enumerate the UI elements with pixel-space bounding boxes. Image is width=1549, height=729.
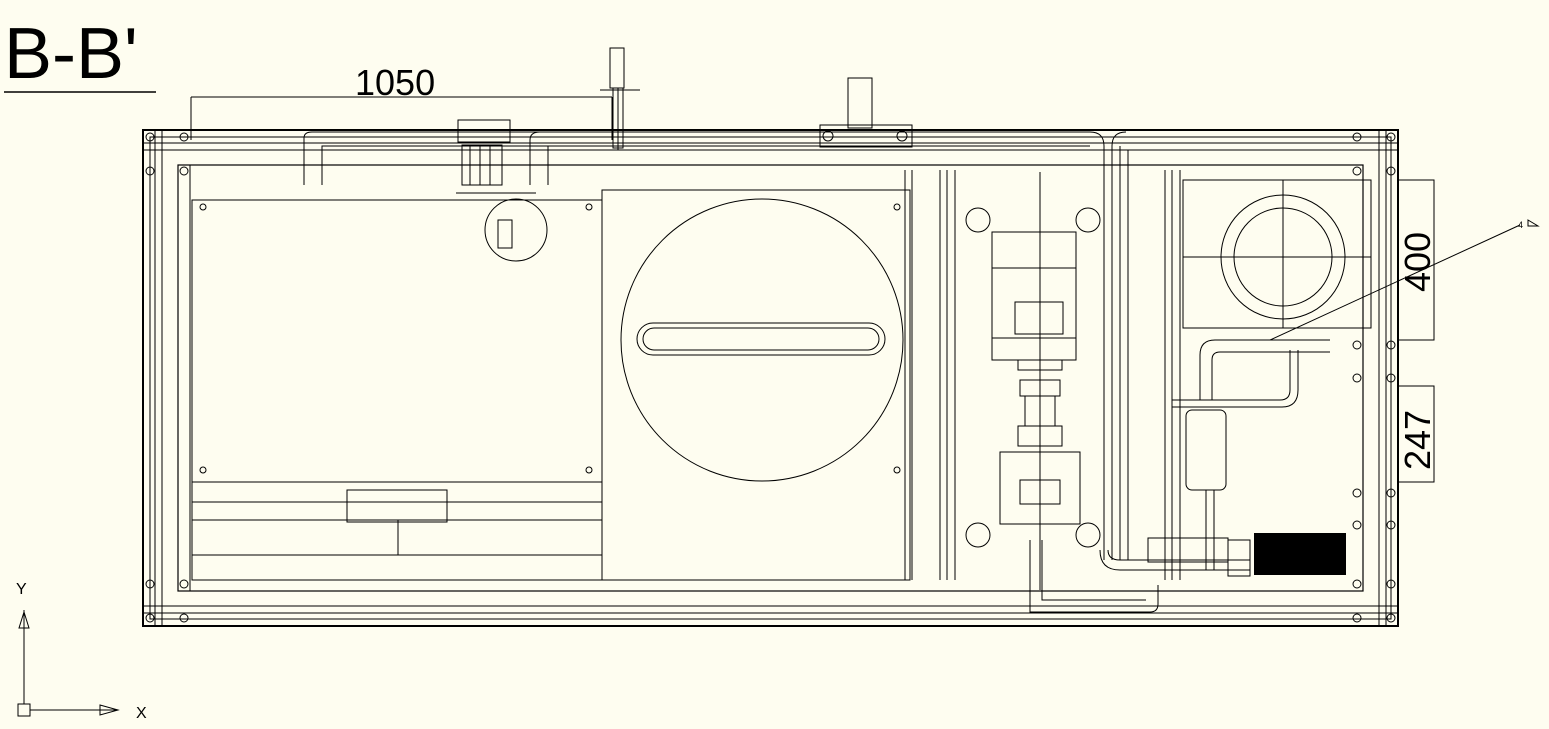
dimension-width-label: 1050 [355, 62, 435, 103]
dimension-right-boxes [1397, 179, 1435, 483]
top-pipe [303, 131, 1129, 560]
right-tank [1182, 179, 1372, 329]
ucs-y-label: Y [16, 581, 27, 598]
lower-pipe [1029, 537, 1251, 613]
outer-frame [142, 129, 1399, 627]
column-rails [904, 170, 1181, 580]
dimension-height-upper-label: 400 [1397, 232, 1438, 292]
section-title: B-B' [4, 14, 138, 94]
top-pump-motor [456, 119, 548, 262]
ucs-x-label: X [136, 705, 147, 722]
dimension-width-top [190, 96, 613, 140]
right-plumbing [1172, 224, 1521, 570]
dimension-height-lower-label: 247 [1397, 410, 1438, 470]
ucs-icon [17, 610, 120, 717]
motor-assembly [965, 172, 1101, 590]
heater-block [1254, 533, 1346, 575]
corner-brackets [145, 132, 1396, 623]
center-lid [601, 189, 911, 581]
top-bracket-fitting [819, 77, 913, 148]
left-panel [191, 199, 603, 581]
top-valve [600, 47, 640, 150]
annotation-ref-label: 4 [1518, 220, 1523, 230]
annotation-flag-icon [1527, 219, 1540, 227]
